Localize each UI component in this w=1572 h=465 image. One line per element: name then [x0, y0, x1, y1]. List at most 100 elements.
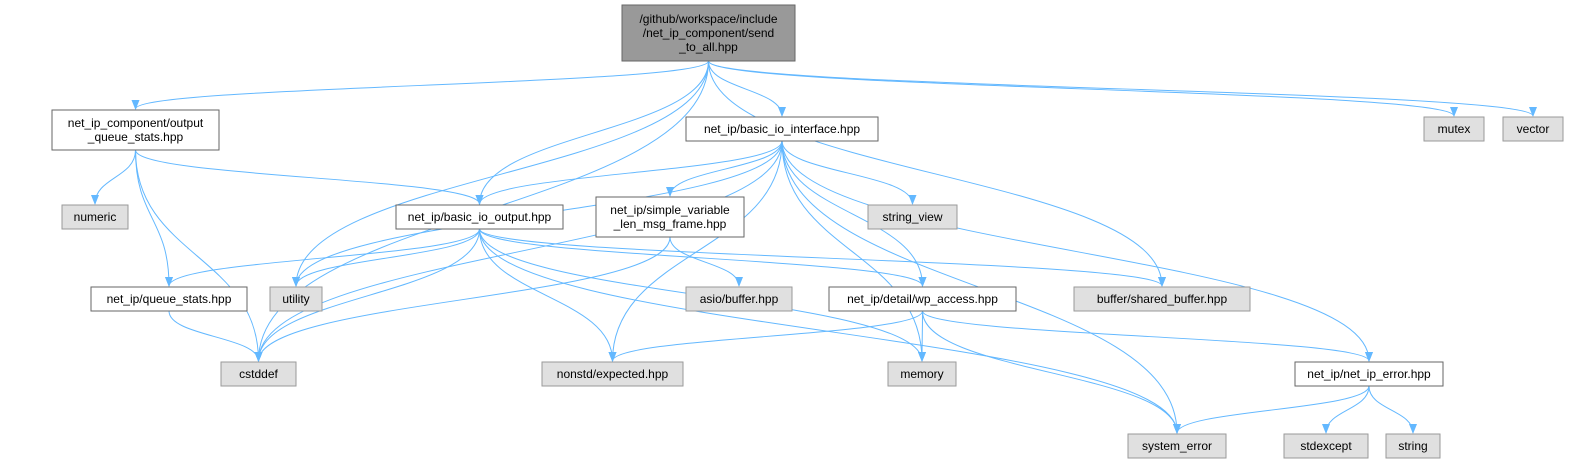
node-utility: utility: [269, 286, 323, 312]
edge-basic_io_interface-to-basic_io_output: [475, 140, 783, 205]
node-mutex: mutex: [1423, 116, 1485, 142]
node-basic_io_output[interactable]: net_ip/basic_io_output.hpp: [395, 204, 564, 230]
node-box-simple_variable: [595, 196, 745, 238]
edge-send_to_all-to-basic_io_interface: [708, 60, 786, 117]
edge-basic_io_interface-to-net_ip_error: [781, 140, 1373, 362]
node-label-string_view: string_view: [882, 210, 942, 224]
node-box-basic_io_output: [395, 204, 564, 230]
node-label-queue_stats: net_ip/queue_stats.hpp: [107, 292, 232, 306]
node-expected: nonstd/expected.hpp: [541, 361, 684, 387]
node-label-output_queue_stats: net_ip_component/output: [68, 116, 204, 130]
node-box-asio_buffer: [685, 286, 793, 312]
node-box-numeric: [61, 204, 129, 230]
node-label-vector: vector: [1517, 122, 1550, 136]
node-label-utility: utility: [282, 292, 309, 306]
node-label-wp_access: net_ip/detail/wp_access.hpp: [847, 292, 998, 306]
node-label-send_to_all: /net_ip_component/send: [643, 26, 774, 40]
node-vector: vector: [1502, 116, 1564, 142]
node-label-memory: memory: [900, 367, 943, 381]
node-label-simple_variable: _len_msg_frame.hpp: [613, 217, 727, 231]
nodes-layer: /github/workspace/include/net_ip_compone…: [51, 4, 1564, 459]
node-box-vector: [1502, 116, 1564, 142]
node-box-utility: [269, 286, 323, 312]
edge-wp_access-to-memory: [918, 310, 927, 362]
node-box-basic_io_interface: [685, 116, 879, 142]
node-box-shared_buffer: [1073, 286, 1251, 312]
node-output_queue_stats[interactable]: net_ip_component/output_queue_stats.hpp: [51, 109, 220, 151]
node-wp_access[interactable]: net_ip/detail/wp_access.hpp: [828, 286, 1017, 312]
edge-send_to_all-to-mutex: [708, 60, 1458, 117]
node-box-net_ip_error: [1294, 361, 1444, 387]
node-stdexcept: stdexcept: [1283, 433, 1369, 459]
node-label-asio_buffer: asio/buffer.hpp: [700, 292, 779, 306]
edge-simple_variable-to-asio_buffer: [669, 236, 743, 287]
node-label-string: string: [1398, 439, 1427, 453]
node-queue_stats[interactable]: net_ip/queue_stats.hpp: [90, 286, 248, 312]
edge-net_ip_error-to-system_error: [1173, 385, 1370, 434]
edge-send_to_all-to-output_queue_stats: [131, 60, 709, 110]
node-cstddef: cstddef: [220, 361, 297, 387]
node-basic_io_interface[interactable]: net_ip/basic_io_interface.hpp: [685, 116, 879, 142]
node-label-output_queue_stats: _queue_stats.hpp: [87, 130, 184, 144]
node-net_ip_error[interactable]: net_ip/net_ip_error.hpp: [1294, 361, 1444, 387]
edge-wp_access-to-expected: [608, 310, 923, 362]
edges-layer: [91, 60, 1537, 434]
node-box-string_view: [867, 204, 958, 230]
node-simple_variable[interactable]: net_ip/simple_variable_len_msg_frame.hpp: [595, 196, 745, 238]
node-memory: memory: [887, 361, 957, 387]
edge-output_queue_stats-to-basic_io_output: [135, 149, 484, 205]
node-system_error: system_error: [1127, 433, 1227, 459]
edge-output_queue_stats-to-numeric: [91, 149, 136, 205]
edge-basic_io_interface-to-memory: [781, 140, 926, 362]
node-box-send_to_all: [621, 4, 796, 62]
node-string: string: [1385, 433, 1441, 459]
node-box-memory: [887, 361, 957, 387]
node-string_view: string_view: [867, 204, 958, 230]
node-label-mutex: mutex: [1438, 122, 1471, 136]
node-label-stdexcept: stdexcept: [1300, 439, 1352, 453]
node-box-output_queue_stats: [51, 109, 220, 151]
node-label-system_error: system_error: [1142, 439, 1212, 453]
node-box-string: [1385, 433, 1441, 459]
edge-basic_io_output-to-shared_buffer: [479, 228, 1166, 287]
edge-net_ip_error-to-stdexcept: [1322, 385, 1370, 434]
node-asio_buffer: asio/buffer.hpp: [685, 286, 793, 312]
edge-basic_io_interface-to-string_view: [781, 140, 917, 205]
edge-wp_access-to-net_ip_error: [922, 310, 1373, 362]
node-label-basic_io_output: net_ip/basic_io_output.hpp: [408, 210, 552, 224]
node-box-queue_stats: [90, 286, 248, 312]
node-label-net_ip_error: net_ip/net_ip_error.hpp: [1307, 367, 1431, 381]
node-box-expected: [541, 361, 684, 387]
node-numeric: numeric: [61, 204, 129, 230]
edge-send_to_all-to-basic_io_output: [475, 60, 709, 205]
edge-output_queue_stats-to-cstddef: [135, 149, 263, 362]
node-label-numeric: numeric: [74, 210, 117, 224]
edge-send_to_all-to-vector: [708, 60, 1537, 117]
node-shared_buffer: buffer/shared_buffer.hpp: [1073, 286, 1251, 312]
edge-simple_variable-to-cstddef: [254, 236, 671, 362]
node-box-cstddef: [220, 361, 297, 387]
edge-basic_io_output-to-queue_stats: [165, 228, 480, 287]
node-label-simple_variable: net_ip/simple_variable: [610, 203, 730, 217]
node-label-send_to_all: /github/workspace/include: [639, 12, 777, 26]
node-label-shared_buffer: buffer/shared_buffer.hpp: [1097, 292, 1228, 306]
edge-wp_access-to-system_error: [922, 310, 1181, 434]
node-send_to_all[interactable]: /github/workspace/include/net_ip_compone…: [621, 4, 796, 62]
node-box-wp_access: [828, 286, 1017, 312]
node-label-basic_io_interface: net_ip/basic_io_interface.hpp: [704, 122, 860, 136]
edge-net_ip_error-to-string: [1368, 385, 1417, 434]
edge-basic_io_output-to-wp_access: [479, 228, 927, 287]
node-box-mutex: [1423, 116, 1485, 142]
node-label-send_to_all: _to_all.hpp: [678, 40, 738, 54]
edge-basic_io_output-to-expected: [479, 228, 617, 362]
edge-basic_io_output-to-cstddef: [254, 228, 480, 362]
edge-queue_stats-to-cstddef: [168, 310, 263, 362]
node-box-stdexcept: [1283, 433, 1369, 459]
node-label-cstddef: cstddef: [239, 367, 278, 381]
node-box-system_error: [1127, 433, 1227, 459]
edge-basic_io_interface-to-simple_variable: [666, 140, 783, 197]
edge-basic_io_interface-to-expected: [608, 140, 783, 362]
edge-send_to_all-to-shared_buffer: [708, 60, 1166, 287]
node-label-expected: nonstd/expected.hpp: [557, 367, 669, 381]
